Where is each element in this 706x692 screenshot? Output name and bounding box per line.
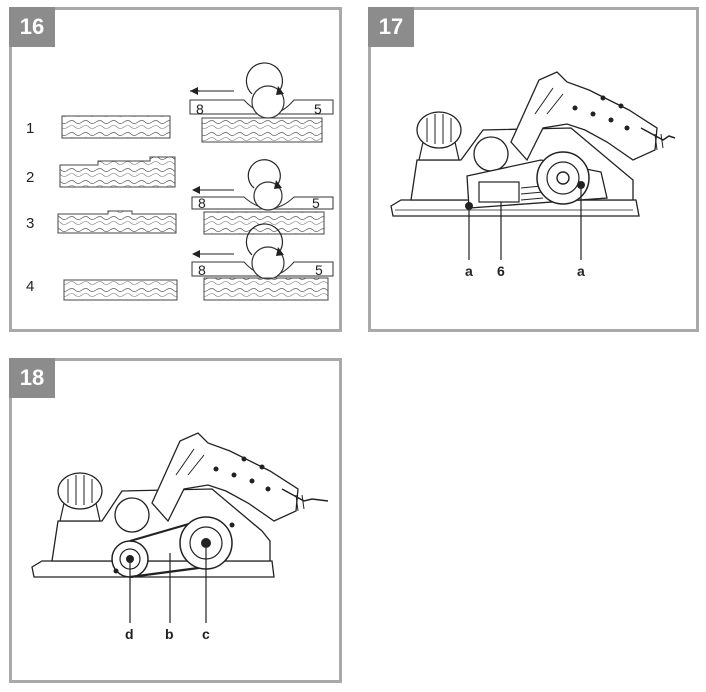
planer-diagram-bottom: 8 5: [191, 223, 334, 301]
screw-a-left: [465, 202, 473, 210]
screw-a-right: [577, 181, 585, 189]
callout-c: c: [202, 626, 210, 642]
wood-board-step-4: [63, 279, 178, 301]
planer-diagram-top: 8 5: [189, 62, 334, 143]
large-pulley: [179, 516, 233, 570]
callout-6: 6: [497, 263, 505, 279]
scale-right-middle: 5: [312, 195, 320, 211]
figure-16-number: 16: [9, 7, 55, 47]
scale-left-top: 8: [196, 101, 204, 117]
drive-pulley: [536, 151, 590, 205]
rear-handle: [151, 432, 329, 523]
small-pulley: [111, 540, 149, 578]
rear-handle: [510, 71, 676, 162]
planer-belt-drive-illustration: d b c: [31, 432, 329, 642]
scale-left-bottom: 8: [198, 262, 206, 278]
planer-diagram-middle: 8 5: [191, 159, 334, 235]
figure-17-number: 17: [368, 7, 414, 47]
scale-right-top: 5: [314, 101, 322, 117]
scale-left-middle: 8: [198, 195, 206, 211]
depth-knob: [416, 111, 462, 161]
wood-board-step-3: [57, 210, 177, 234]
figure-16-panel: 16 1 2 3 4: [9, 7, 342, 332]
callout-a-right: a: [577, 263, 585, 279]
step-label-1: 1: [26, 120, 34, 137]
figure-18-number: 18: [9, 358, 55, 398]
wood-board-step-1: [61, 115, 171, 139]
figure-18-panel: 18: [9, 358, 342, 683]
wood-board-step-2: [59, 156, 176, 188]
step-label-3: 3: [26, 215, 34, 232]
figure-17-panel: 17: [368, 7, 699, 332]
callout-d: d: [125, 626, 134, 642]
scale-right-bottom: 5: [315, 262, 323, 278]
callout-a-left: a: [465, 263, 473, 279]
step-label-2: 2: [26, 169, 34, 186]
depth-knob: [57, 472, 103, 522]
figure-16-illustration: 1 2 3 4 8 5: [26, 62, 334, 301]
callout-b: b: [165, 626, 174, 642]
planer-side-cover-open-illustration: a 6 a: [390, 71, 676, 279]
step-label-4: 4: [26, 278, 34, 295]
